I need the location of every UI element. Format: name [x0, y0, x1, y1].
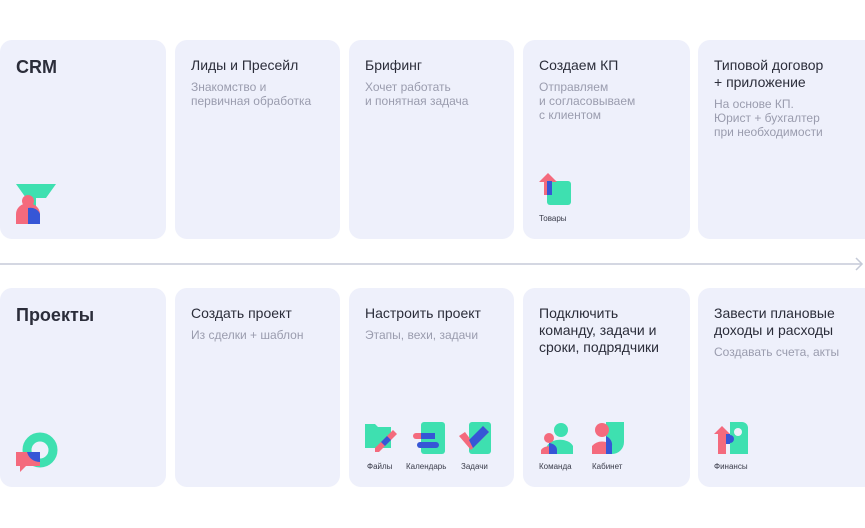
cabinet-icon[interactable]: [592, 422, 624, 459]
app-label-files: Файлы: [367, 462, 393, 471]
workflow-row-sales: CRM Лиды и Пресейл Знакомство и первична…: [0, 40, 865, 239]
card-plan-finance[interactable]: Завести плановые доходы и расходы Создав…: [698, 288, 865, 487]
card-description: Из сделки + шаблон: [191, 328, 304, 342]
card-leads-presale[interactable]: Лиды и Пресейл Знакомство и первичная об…: [175, 40, 340, 239]
card-title: Создать проект: [191, 305, 292, 321]
app-label-finance: Финансы: [714, 462, 748, 471]
card-connect-team[interactable]: Подключить команду, задачи и сроки, подр…: [523, 288, 690, 487]
tasks-icon[interactable]: [459, 422, 491, 459]
finance-icon[interactable]: [714, 422, 748, 459]
timeline-arrow: [0, 256, 865, 272]
app-label-products: Товары: [539, 214, 567, 223]
card-title: Брифинг: [365, 57, 422, 73]
card-description: На основе КП. Юрист + бухгалтер при необ…: [714, 97, 823, 139]
card-title: Завести плановые доходы и расходы: [714, 305, 835, 338]
card-title: Лиды и Пресейл: [191, 57, 299, 73]
card-title: Подключить команду, задачи и сроки, подр…: [539, 305, 659, 355]
workflow-row-projects: Проекты Создать проект Из сделки + шабло…: [0, 288, 865, 487]
team-icon[interactable]: [541, 422, 573, 459]
app-label-cabinet: Кабинет: [592, 462, 623, 471]
card-configure-project[interactable]: Настроить проект Этапы, вехи, задачи Фай…: [349, 288, 514, 487]
card-projects[interactable]: Проекты: [0, 288, 166, 487]
files-icon[interactable]: [365, 422, 397, 457]
products-icon[interactable]: [539, 173, 571, 210]
app-label-tasks: Задачи: [461, 462, 488, 471]
app-label-team: Команда: [539, 462, 572, 471]
card-crm[interactable]: CRM: [0, 40, 166, 239]
projects-icon: [16, 432, 58, 477]
calendar-icon[interactable]: [413, 422, 445, 459]
card-description: Хочет работать и понятная задача: [365, 80, 469, 108]
card-briefing[interactable]: Брифинг Хочет работать и понятная задача: [349, 40, 514, 239]
card-title: Настроить проект: [365, 305, 481, 321]
card-commercial-offer[interactable]: Создаем КП Отправляем и согласовываем с …: [523, 40, 690, 239]
card-description: Этапы, вехи, задачи: [365, 328, 479, 342]
card-description: Отправляем и согласовываем с клиентом: [539, 80, 636, 122]
card-title: Проекты: [16, 305, 95, 325]
card-title: Создаем КП: [539, 57, 619, 73]
app-label-calendar: Календарь: [406, 462, 447, 471]
card-create-project[interactable]: Создать проект Из сделки + шаблон: [175, 288, 340, 487]
crm-funnel-icon: [16, 184, 56, 229]
card-title: Типовой договор + приложение: [714, 57, 824, 90]
card-description: Создавать счета, акты: [714, 345, 840, 359]
card-description: Знакомство и первичная обработка: [191, 80, 312, 108]
card-title: CRM: [16, 57, 57, 77]
card-contract[interactable]: Типовой договор + приложение На основе К…: [698, 40, 865, 239]
